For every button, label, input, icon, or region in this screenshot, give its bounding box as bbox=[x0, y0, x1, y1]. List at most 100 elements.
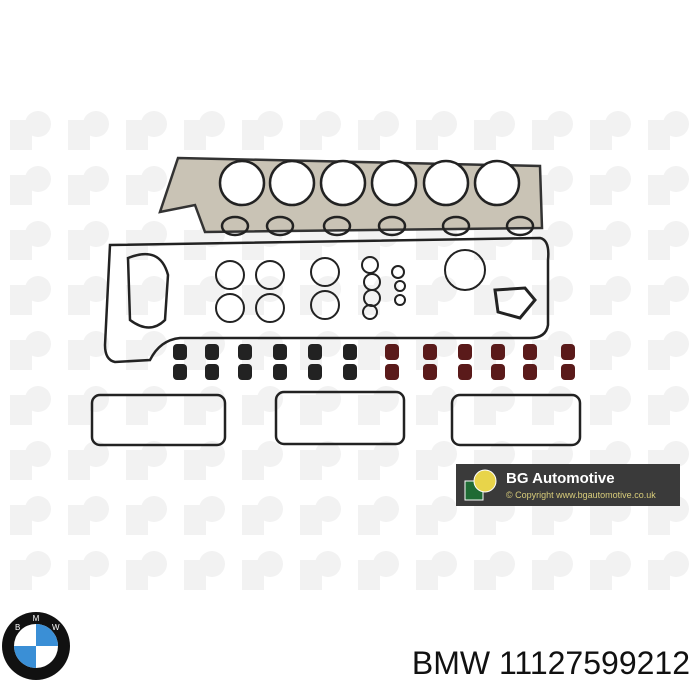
watermark-tile bbox=[199, 551, 225, 577]
watermark-tile bbox=[373, 441, 399, 467]
valve-stem-seal bbox=[458, 344, 472, 360]
watermark-tile bbox=[373, 496, 399, 522]
valve-stem-seal bbox=[205, 364, 219, 380]
cylinder-bore bbox=[218, 159, 266, 207]
svg-text:W: W bbox=[52, 623, 60, 632]
watermark-tile bbox=[431, 386, 457, 412]
valve-stem-seal bbox=[523, 364, 537, 380]
watermark-tile bbox=[605, 441, 631, 467]
flange-gasket bbox=[493, 286, 537, 320]
valve-stem-seal bbox=[205, 344, 219, 360]
valve-stem-seal bbox=[491, 344, 505, 360]
watermark-tile bbox=[663, 276, 689, 302]
seal-ring bbox=[265, 215, 295, 237]
watermark-tile bbox=[431, 496, 457, 522]
watermark-tile bbox=[373, 551, 399, 577]
watermark-tile bbox=[547, 551, 573, 577]
seal-ring bbox=[377, 215, 407, 237]
watermark-tile bbox=[605, 276, 631, 302]
watermark-tile bbox=[257, 111, 283, 137]
spark-plug-well-gasket bbox=[126, 252, 170, 329]
valve-stem-seal bbox=[343, 364, 357, 380]
watermark-tile bbox=[83, 496, 109, 522]
watermark-tile bbox=[431, 441, 457, 467]
watermark-tile bbox=[141, 551, 167, 577]
cylinder-bore bbox=[268, 159, 316, 207]
watermark-tile bbox=[605, 331, 631, 357]
watermark-tile bbox=[663, 331, 689, 357]
valve-stem-seal bbox=[238, 344, 252, 360]
bmw-logo: M B W bbox=[2, 612, 70, 680]
watermark-tile bbox=[663, 386, 689, 412]
watermark-tile bbox=[431, 111, 457, 137]
bga-logo-icon bbox=[464, 469, 497, 501]
watermark-tile bbox=[605, 111, 631, 137]
watermark-tile bbox=[83, 221, 109, 247]
watermark-tile bbox=[663, 166, 689, 192]
watermark-tile bbox=[83, 551, 109, 577]
seal-ring bbox=[220, 215, 250, 237]
o-ring bbox=[444, 249, 486, 291]
o-ring bbox=[361, 256, 379, 274]
watermark-tile bbox=[373, 111, 399, 137]
watermark-tile bbox=[547, 386, 573, 412]
watermark-tile bbox=[141, 331, 167, 357]
o-ring bbox=[394, 280, 406, 292]
valve-stem-seal bbox=[458, 364, 472, 380]
watermark-tile bbox=[663, 441, 689, 467]
seal-ring bbox=[322, 215, 352, 237]
watermark-tile bbox=[257, 386, 283, 412]
valve-stem-seal bbox=[238, 364, 252, 380]
watermark-tile bbox=[431, 276, 457, 302]
svg-text:M: M bbox=[33, 614, 40, 623]
o-ring bbox=[362, 304, 378, 320]
gasket-set-photo bbox=[10, 111, 689, 590]
watermark-tile bbox=[547, 221, 573, 247]
watermark-tile bbox=[257, 441, 283, 467]
valve-stem-seal bbox=[561, 364, 575, 380]
valve-stem-seal bbox=[308, 344, 322, 360]
watermark-tile bbox=[25, 221, 51, 247]
valve-stem-seal bbox=[343, 344, 357, 360]
watermark-tile bbox=[83, 441, 109, 467]
watermark-tile bbox=[315, 386, 341, 412]
seal-ring bbox=[441, 215, 471, 237]
o-ring bbox=[255, 260, 285, 290]
watermark-tile bbox=[141, 221, 167, 247]
valve-stem-seal bbox=[308, 364, 322, 380]
product-caption: BMW 11127599212 bbox=[411, 645, 690, 681]
watermark-tile bbox=[25, 111, 51, 137]
watermark-tile bbox=[605, 221, 631, 247]
intake-gasket-3 bbox=[450, 393, 582, 447]
watermark-tile bbox=[25, 331, 51, 357]
watermark-tile bbox=[141, 111, 167, 137]
cylinder-bore bbox=[473, 159, 521, 207]
seal-ring bbox=[505, 215, 535, 237]
watermark-tile bbox=[83, 276, 109, 302]
watermark-tile bbox=[83, 166, 109, 192]
watermark-tile bbox=[199, 496, 225, 522]
watermark-tile bbox=[83, 331, 109, 357]
watermark-tile bbox=[489, 386, 515, 412]
valve-stem-seal bbox=[561, 344, 575, 360]
watermark-tile bbox=[547, 276, 573, 302]
watermark-tile bbox=[83, 111, 109, 137]
valve-stem-seal bbox=[423, 344, 437, 360]
watermark-tile bbox=[315, 441, 341, 467]
valve-stem-seal bbox=[491, 364, 505, 380]
watermark-brand: BG Automotive bbox=[506, 470, 615, 487]
watermark-tile bbox=[25, 441, 51, 467]
o-ring bbox=[391, 265, 405, 279]
valve-cover-gasket bbox=[103, 236, 550, 364]
watermark-tile bbox=[605, 166, 631, 192]
watermark-tile bbox=[141, 166, 167, 192]
watermark-tile bbox=[25, 166, 51, 192]
watermark-tile bbox=[141, 496, 167, 522]
watermark-tile bbox=[431, 551, 457, 577]
cylinder-bore bbox=[370, 159, 418, 207]
watermark-copyright: © Copyright www.bgautomotive.co.uk bbox=[506, 490, 656, 500]
watermark-tile bbox=[25, 496, 51, 522]
watermark-tile bbox=[547, 166, 573, 192]
o-ring bbox=[310, 290, 340, 320]
valve-stem-seal bbox=[173, 364, 187, 380]
